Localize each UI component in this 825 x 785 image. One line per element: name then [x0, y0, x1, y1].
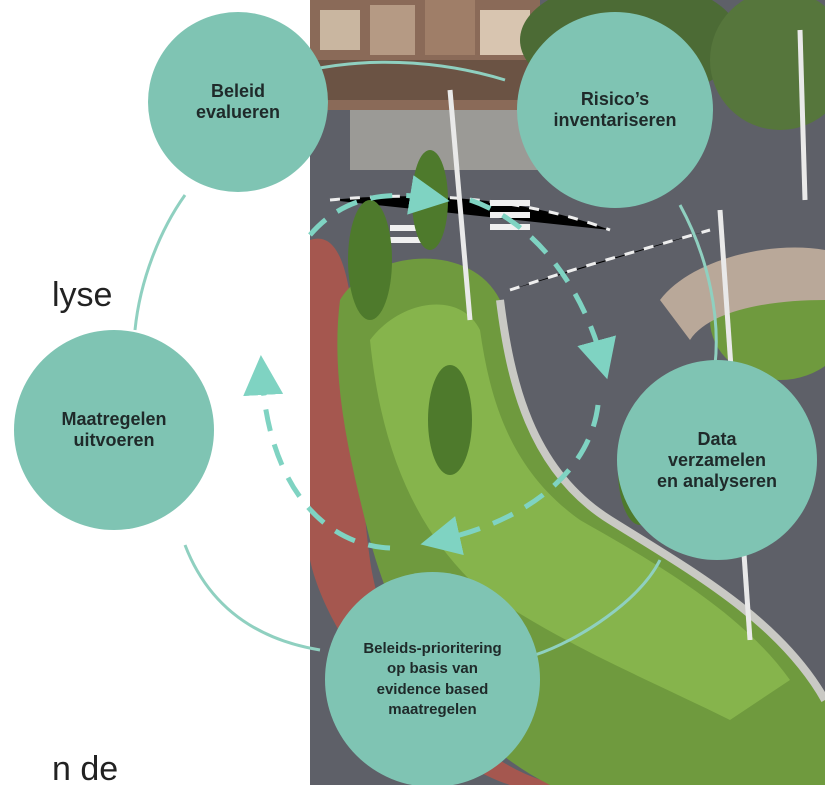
node-prioritering-line-4: maatregelen: [388, 700, 477, 718]
node-maatregelen-line-1: Maatregelen: [61, 409, 167, 429]
connector-prioritering-maatregelen: [183, 544, 321, 652]
node-prioritering-line-3: evidence based: [376, 680, 489, 698]
connector-risicos-data: [678, 204, 718, 366]
node-risicos-inventariseren: Risico’s inventariseren: [517, 12, 713, 208]
dashed-arrow-right-bottom: [420, 404, 601, 556]
node-beleid-evalueren-line-2: evalueren: [195, 102, 281, 122]
node-data-line-1: Data: [697, 428, 737, 449]
dashed-arrow-left: [243, 355, 391, 551]
node-data-verzamelen: Data verzamelen en analyseren: [617, 360, 817, 560]
node-data-line-2: verzamelen: [667, 449, 767, 470]
node-prioritering-line-2: op basis van: [387, 660, 478, 678]
connector-maatregelen-evalueren: [133, 194, 187, 331]
slide-text-fragment-top: lyse: [52, 276, 113, 314]
node-risicos-line-1: Risico’s: [580, 89, 650, 109]
node-beleid-evalueren-line-1: Beleid: [210, 81, 266, 101]
dashed-arrow-right-top: [469, 197, 616, 380]
node-prioritering-line-1: Beleids-prioritering: [363, 640, 502, 657]
node-beleid-evalueren: Beleid evalueren: [148, 12, 328, 192]
connector-data-prioritering: [534, 559, 662, 657]
node-maatregelen-line-2: uitvoeren: [73, 430, 155, 450]
node-risicos-line-2: inventariseren: [553, 110, 677, 130]
node-beleids-prioritering: Beleids-prioritering op basis van eviden…: [325, 572, 540, 785]
node-maatregelen-uitvoeren: Maatregelen uitvoeren: [14, 330, 214, 530]
slide-text-fragment-bottom: n de: [52, 750, 119, 785]
dashed-arrow-top: [308, 175, 450, 237]
node-data-line-3: en analyseren: [656, 470, 778, 491]
